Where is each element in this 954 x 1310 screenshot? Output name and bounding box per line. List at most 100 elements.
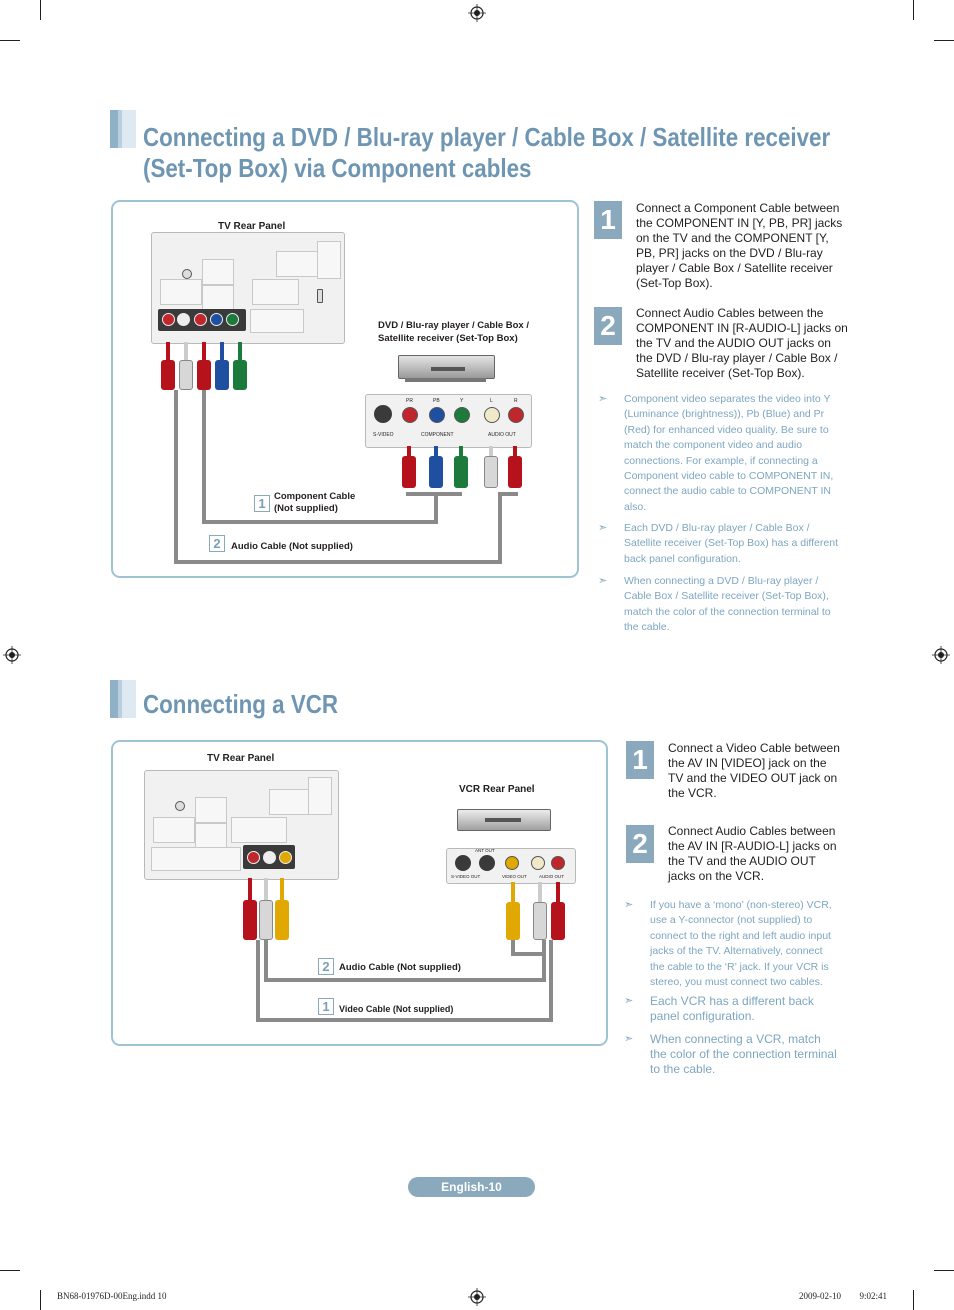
jack-label-svideo-out: S-VIDEO OUT — [451, 874, 481, 879]
panel-jack — [317, 289, 323, 303]
cable-line — [184, 342, 188, 360]
note: ➣ When connecting a DVD / Blu-ray player… — [598, 574, 842, 636]
component-cable-label-line2: (Not supplied) — [274, 503, 338, 514]
vcr-rear-panel: ANT OUT S-VIDEO OUT VIDEO OUT AUDIO OUT — [446, 848, 576, 884]
ant-out-jack-icon — [479, 855, 495, 871]
cable-plug-blue — [215, 360, 229, 390]
dvd-player-base — [405, 378, 486, 382]
component-jack-white — [177, 313, 190, 326]
registration-mark-icon — [468, 1288, 486, 1306]
registration-mark-icon — [932, 646, 950, 664]
page-number-pill: English-10 — [408, 1177, 535, 1197]
panel-module — [160, 279, 202, 305]
callout-number: 2 — [318, 958, 334, 975]
callout-number: 1 — [318, 998, 334, 1015]
cable-plug-red — [243, 900, 257, 940]
jack-label-r: R — [514, 398, 518, 404]
step-number-box: 1 — [594, 201, 622, 239]
cable-plug-blue — [429, 456, 443, 488]
note-arrow-icon: ➣ — [624, 995, 634, 1007]
note-text: Each DVD / Blu-ray player / Cable Box / … — [624, 522, 838, 565]
panel-module — [252, 279, 299, 305]
dvd-player-tray — [431, 367, 465, 371]
note-text: Each VCR has a different back panel conf… — [650, 994, 814, 1023]
video-cable-path — [549, 940, 553, 1022]
audio-cable-label: Audio Cable (Not supplied) — [231, 541, 353, 552]
device-jack-y — [454, 407, 470, 423]
device-label-line1: DVD / Blu-ray player / Cable Box / — [378, 320, 529, 331]
audio-cable-path — [542, 940, 546, 982]
cable-line — [248, 878, 252, 900]
section2-diagram: TV Rear Panel VCR Rear Panel ANT OUT — [111, 740, 608, 1046]
crop-mark — [0, 1270, 20, 1271]
panel-module — [202, 285, 234, 311]
cable-plug-green — [454, 456, 468, 488]
jack-label-video-out: VIDEO OUT — [502, 874, 527, 879]
step-text: Connect a Component Cable between the CO… — [636, 201, 843, 290]
tv-rear-panel-label: TV Rear Panel — [207, 753, 275, 764]
component-jack-green — [226, 313, 239, 326]
section1-title-line2: (Set-Top Box) via Component cables — [143, 153, 532, 183]
callout-number: 2 — [209, 535, 225, 552]
vcr-slot — [485, 818, 521, 822]
registration-mark-icon — [468, 4, 486, 22]
note: ➣ Each VCR has a different back panel co… — [624, 994, 840, 1024]
jack-label-l: L — [490, 398, 493, 404]
note-text: When connecting a VCR, match the color o… — [650, 1032, 837, 1076]
vcr-jack-video-out — [505, 856, 519, 870]
panel-module — [153, 817, 195, 843]
cable-line — [238, 342, 242, 360]
device-jack-audio-r — [508, 407, 524, 423]
jack-label-pb: PB — [433, 398, 440, 404]
note: ➣ Each DVD / Blu-ray player / Cable Box … — [598, 521, 846, 567]
cable-line — [513, 446, 517, 456]
cable-line — [489, 446, 493, 456]
step-text: Connect Audio Cables between the COMPONE… — [636, 306, 848, 380]
note-arrow-icon: ➣ — [598, 393, 608, 405]
cable-line — [511, 882, 515, 902]
cable-line — [220, 342, 224, 360]
panel-module — [317, 241, 341, 279]
component-jack-red — [162, 313, 175, 326]
component-cable-label-line1: Component Cable — [274, 491, 356, 502]
cable-plug-red — [161, 360, 175, 390]
panel-module — [195, 797, 227, 823]
cable-plug-red — [551, 902, 565, 940]
note-text: When connecting a DVD / Blu-ray player /… — [624, 575, 831, 634]
audio-cable-path — [174, 390, 178, 564]
device-rear-panel: PR PB Y L R S-VIDEO COMPONENT AUDIO OUT — [365, 394, 532, 448]
panel-jack — [175, 801, 185, 811]
audio-cable-path — [511, 940, 515, 956]
date-slug: 2009-02-10    9:02:41 — [799, 1291, 887, 1301]
cable-line — [407, 446, 411, 456]
component-cable-path — [434, 492, 438, 524]
cable-plug-red — [402, 456, 416, 488]
cable-line — [202, 342, 206, 360]
section-title-bar — [110, 680, 136, 718]
panel-module — [308, 777, 332, 815]
note-text: If you have a ‘mono’ (non-stereo) VCR, u… — [650, 899, 832, 989]
cable-line — [459, 446, 463, 456]
panel-module — [231, 817, 287, 843]
jack-label-component: COMPONENT — [421, 432, 454, 438]
av-in-jack-yellow — [279, 851, 292, 864]
jack-label-audio-out: AUDIO OUT — [539, 874, 565, 879]
crop-mark — [0, 40, 20, 41]
crop-mark — [913, 1290, 914, 1310]
tv-rear-panel — [144, 770, 339, 880]
cable-plug-green — [233, 360, 247, 390]
file-slug: BN68-01976D-00Eng.indd 10 — [57, 1291, 167, 1301]
jack-label-y: Y — [460, 398, 464, 404]
cable-plug-white — [179, 360, 193, 390]
audio-cable-path — [511, 952, 545, 956]
panel-jack — [182, 269, 192, 279]
cable-line — [434, 446, 438, 456]
step-number-box: 2 — [626, 825, 654, 863]
crop-mark — [40, 0, 41, 20]
cable-line — [264, 878, 268, 900]
audio-cable-path — [174, 560, 502, 564]
svideo-jack-icon — [455, 855, 471, 871]
note-text: Component video separates the video into… — [624, 393, 834, 513]
svideo-jack-icon — [374, 405, 392, 423]
cable-plug-red — [197, 360, 211, 390]
